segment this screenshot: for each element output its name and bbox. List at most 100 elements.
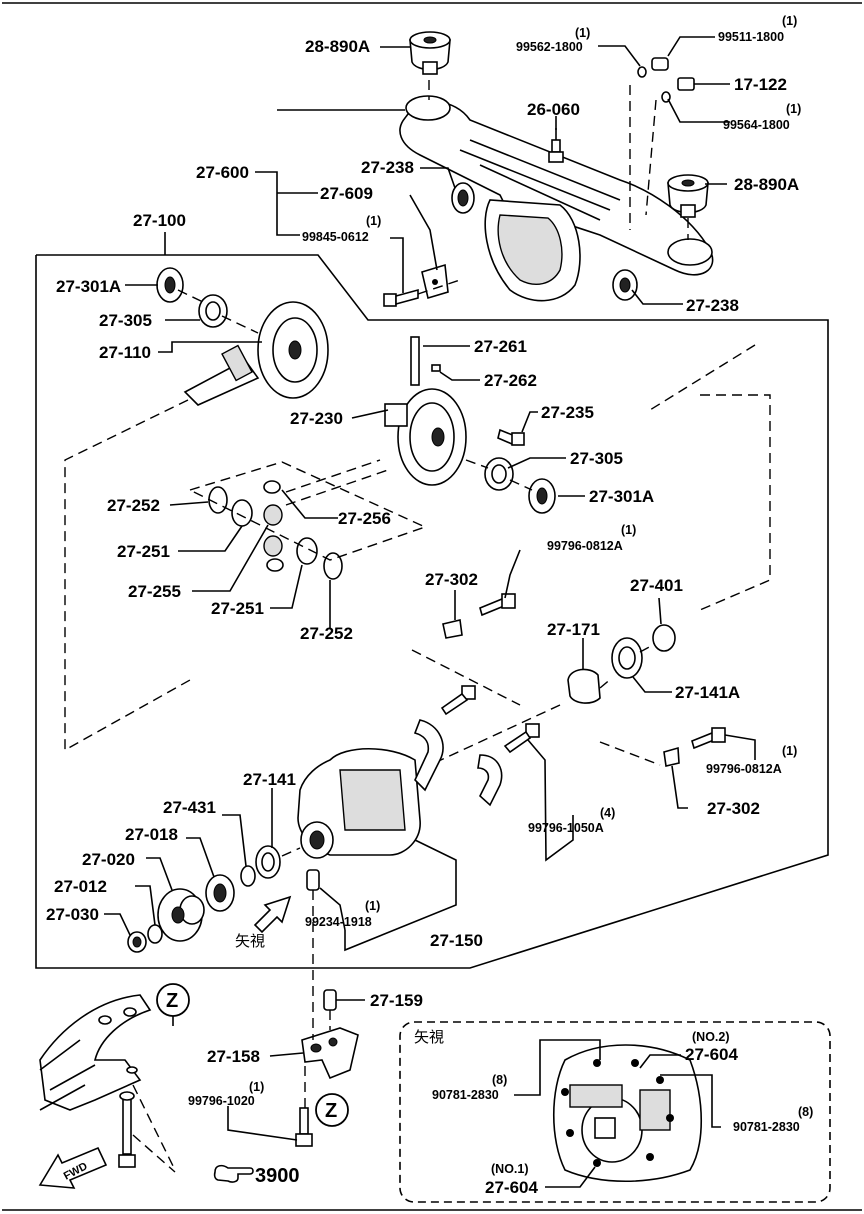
qty-99511: (1) [782, 14, 797, 28]
label-27-600: 27-600 [196, 163, 249, 182]
label-27-305-right: 27-305 [570, 449, 623, 468]
dash-carrier-right [699, 394, 771, 611]
label-99511-1800: 99511-1800 [718, 30, 784, 44]
bushing-27-238-top [451, 182, 475, 214]
pinion-gear-27-255-bottom [263, 535, 283, 557]
label-27-100: 27-100 [133, 211, 186, 230]
qty-99796-0812A-right: (1) [782, 744, 797, 758]
qty-90781-left: (8) [492, 1073, 507, 1087]
dash-spacer-carrier [429, 704, 561, 766]
qty-99562: (1) [575, 26, 590, 40]
dash-bracket-302 [599, 741, 661, 766]
bracket-27-158 [301, 1027, 359, 1080]
mount-28-890A-right [667, 174, 709, 218]
label-27-235: 27-235 [541, 403, 594, 422]
ring-pinion-27-110 [183, 301, 329, 406]
label-27-018: 27-018 [125, 825, 178, 844]
leader-lines [104, 36, 756, 1188]
label-3900: 3900 [255, 1165, 300, 1187]
label-28-890A-right: 28-890A [734, 175, 799, 194]
dash-flange-housing [281, 847, 301, 857]
breather-26-060 [548, 128, 564, 163]
bearing-27-305-right [484, 457, 514, 491]
label-27-301A-right: 27-301A [589, 487, 654, 506]
label-27-255: 27-255 [128, 582, 181, 601]
bearing-27-305-top [198, 294, 228, 328]
label-27-305-top: 27-305 [99, 311, 152, 330]
dash-bolt-bracket [417, 279, 461, 295]
label-99796-0812A-top: 99796-0812A [547, 539, 623, 553]
spacer-27-171 [567, 668, 601, 704]
washer-27-256-top [263, 480, 281, 494]
spacer-27-431 [240, 865, 256, 887]
qty-99234: (1) [365, 899, 380, 913]
oil-seal-27-301A-top [156, 267, 184, 303]
view-z-marker-bottom [315, 1093, 349, 1127]
label-z-top: Z [166, 990, 178, 1012]
bracket-27-609 [421, 263, 449, 300]
label-27-261: 27-261 [474, 337, 527, 356]
o-ring-99562 [637, 66, 647, 78]
label-99845-0612: 99845-0612 [302, 230, 369, 244]
label-27-301A-top: 27-301A [56, 277, 121, 296]
label-27-252-left: 27-252 [107, 496, 160, 515]
pin-27-261 [410, 336, 420, 386]
label-27-604-top: 27-604 [685, 1045, 738, 1064]
label-27-401: 27-401 [630, 576, 683, 595]
label-27-252-bottom: 27-252 [300, 624, 353, 643]
washer-27-012 [147, 924, 163, 944]
label-27-012: 27-012 [54, 877, 107, 896]
side-gear-27-251-bottom [296, 537, 318, 565]
dash-carrier-top [649, 344, 756, 411]
label-17-122: 17-122 [734, 75, 787, 94]
dash-carrier-left [411, 649, 521, 706]
label-90781-2830-left: 90781-2830 [432, 1088, 499, 1102]
qty-90781-right: (8) [798, 1105, 813, 1119]
label-27-609: 27-609 [320, 184, 373, 203]
label-27-604-bottom: 27-604 [485, 1178, 538, 1197]
bracket-27-302-right [663, 746, 680, 767]
label-27-158: 27-158 [207, 1047, 260, 1066]
bolt-99796-1020 [295, 1107, 313, 1147]
label-z-bottom: Z [325, 1100, 337, 1122]
label-27-238-right: 27-238 [686, 296, 739, 315]
label-27-110: 27-110 [99, 343, 151, 362]
dash-bolt-hand-1 [132, 1084, 176, 1171]
qty-99796-0812A-top: (1) [621, 523, 636, 537]
bearing-27-141 [255, 845, 281, 879]
dash-case-bearing [465, 459, 489, 469]
bolt-99796-0812A-top [479, 593, 516, 617]
bracket-27-150-left [413, 719, 444, 792]
label-no2: (NO.2) [692, 1030, 730, 1044]
assembly-27-100-outline [35, 254, 829, 969]
label-99234-1918: 99234-1918 [305, 915, 372, 929]
dowel-99234-1918 [306, 869, 320, 891]
pin-27-159 [323, 989, 337, 1011]
dash-pinion-path [64, 399, 191, 752]
plug-99511 [651, 57, 669, 71]
label-27-159: 27-159 [370, 991, 423, 1010]
qty-99845: (1) [366, 214, 381, 228]
label-27-141A: 27-141A [675, 683, 740, 702]
view-direction-arrow-icon [253, 895, 292, 934]
pinion-gear-27-255-top [263, 504, 283, 526]
label-27-302-top: 27-302 [425, 570, 478, 589]
dash-bearing-seal [509, 479, 533, 491]
mount-28-890A-top [409, 31, 451, 75]
oil-seal-27-301A-right [528, 478, 556, 514]
qty-99796-1050A: (4) [600, 806, 615, 820]
subframe-section [39, 994, 152, 1111]
dash-seal-bearing [177, 289, 206, 304]
label-27-431: 27-431 [163, 798, 216, 817]
dash-bearing-seal-2 [639, 644, 654, 653]
dash-gear-link-2 [285, 469, 389, 506]
fwd-arrow-icon [38, 1146, 108, 1189]
label-26-060: 26-060 [527, 100, 580, 119]
dash-spacer-bearing [599, 677, 613, 689]
nut-27-030 [127, 931, 147, 953]
dash-bolt-hand-2 [132, 1134, 176, 1173]
label-27-141: 27-141 [243, 770, 296, 789]
label-27-251-left: 27-251 [117, 542, 170, 561]
label-99796-1020: 99796-1020 [188, 1094, 255, 1108]
